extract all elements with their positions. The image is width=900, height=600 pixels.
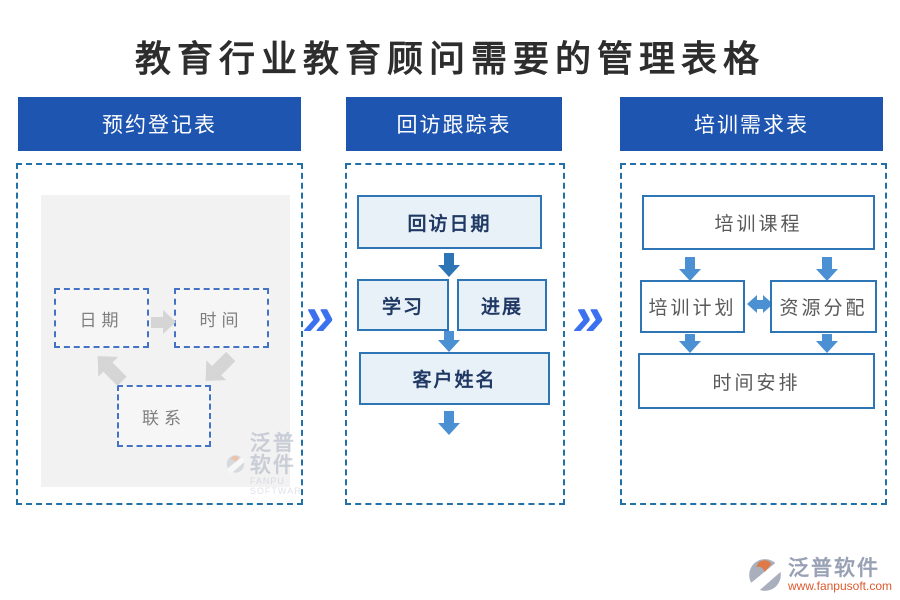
flow-node-study-label: 学习 [381, 296, 424, 318]
column-header-training: 培训需求表 [620, 97, 883, 151]
column-header-appointment: 预约登记表 [18, 97, 301, 151]
chevron-separator-icon: » [303, 284, 335, 347]
flow-node-resource: 资源分配 [770, 280, 877, 333]
flow-node-visit-date-label: 回访日期 [407, 213, 492, 235]
fanpu-logo-icon [749, 559, 783, 593]
flow-node-study: 学习 [357, 279, 449, 331]
flow-node-contact: 联系 [117, 385, 211, 447]
appointment-diagram-panel: 日期 时间 联系 泛普软件 FANPU SOFTWARE [16, 163, 303, 505]
flow-node-plan: 培训计划 [640, 280, 745, 333]
flow-node-progress: 进展 [457, 279, 547, 331]
arrow-down-icon [438, 253, 460, 277]
watermark-url-text: www.fanpusoft.com [787, 578, 892, 593]
chevron-separator-icon: » [573, 284, 605, 347]
followup-diagram-panel: 回访日期 学习 进展 客户姓名 [345, 163, 565, 505]
column-header-followup: 回访跟踪表 [346, 97, 562, 151]
watermark-brand-text: 泛普软件 [787, 556, 880, 580]
flow-node-course-label: 培训课程 [714, 214, 803, 235]
flow-node-date-label: 日期 [79, 310, 124, 330]
flow-node-plan-label: 培训计划 [648, 298, 737, 319]
arrow-down-icon [816, 257, 838, 281]
flow-node-schedule: 时间安排 [638, 353, 875, 409]
arrow-down-icon [816, 334, 838, 353]
flow-node-customer-name: 客户姓名 [359, 352, 550, 405]
watermark-brand-en-text: FANPU SOFTWARE [249, 476, 303, 496]
flow-node-contact-label: 联系 [142, 408, 186, 428]
flow-node-customer-name-label: 客户姓名 [412, 370, 497, 391]
arrow-down-icon [679, 257, 701, 281]
flow-node-progress-label: 进展 [480, 296, 523, 318]
training-diagram-panel: 培训课程 培训计划 资源分配 时间安排 [620, 163, 887, 505]
flow-node-course: 培训课程 [642, 195, 875, 250]
fanpu-logo-icon [226, 455, 246, 475]
flow-node-schedule-label: 时间安排 [712, 372, 801, 394]
page-title: 教育行业教育顾问需要的管理表格 [134, 39, 765, 79]
arrow-down-icon [438, 331, 460, 352]
flow-node-date: 日期 [54, 288, 149, 348]
watermark-footer: 泛普软件 www.fanpusoft.com [746, 556, 892, 594]
flow-node-time: 时间 [174, 288, 269, 348]
flow-node-time-label: 时间 [199, 310, 244, 330]
arrow-down-icon [438, 411, 460, 435]
watermark-brand-text: 泛普软件 [249, 432, 296, 478]
arrow-double-horizontal-icon [747, 295, 773, 313]
flow-node-resource-label: 资源分配 [779, 298, 868, 319]
watermark-inner: 泛普软件 FANPU SOFTWARE [225, 432, 303, 496]
arrow-down-icon [679, 334, 701, 353]
arrow-right-icon [151, 310, 176, 334]
flow-node-visit-date: 回访日期 [357, 195, 542, 249]
